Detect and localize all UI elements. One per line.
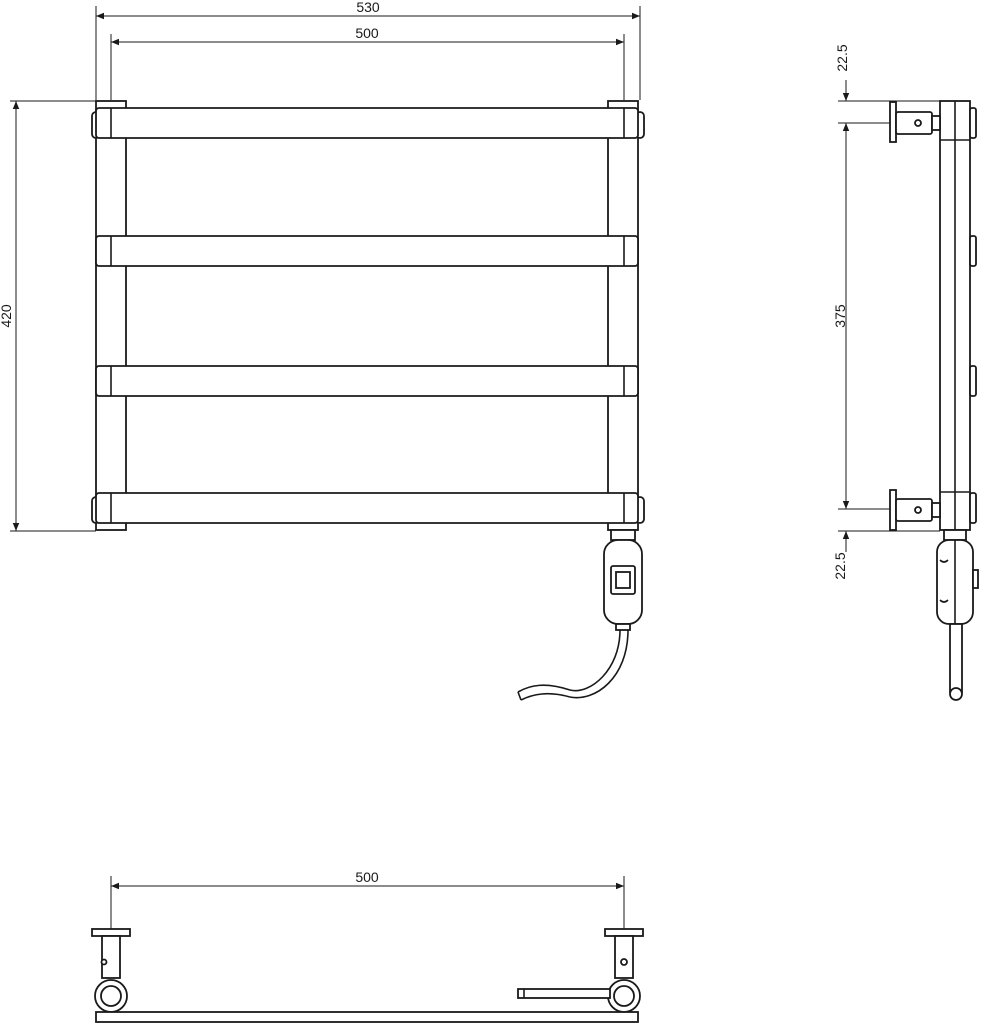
side-rail-end-3	[969, 365, 977, 397]
dim-label-420: 420	[0, 304, 14, 328]
power-cable-b	[520, 629, 629, 701]
top-wall-plate-left	[91, 928, 131, 937]
side-bracket-bottom	[895, 498, 933, 522]
side-heater-mark-1	[939, 559, 949, 563]
rail-4	[95, 492, 639, 524]
rail-2	[95, 235, 639, 267]
left-post	[95, 100, 127, 531]
side-heater-switch	[972, 569, 979, 589]
side-bracket-bottom-screw	[914, 506, 922, 514]
dim-label-530: 530	[356, 0, 380, 15]
heater-collar	[610, 529, 636, 541]
side-bracket-bottom-tip	[931, 502, 941, 518]
top-rail	[95, 1011, 639, 1023]
heater-switch-button	[615, 571, 631, 589]
power-cable-end	[517, 691, 522, 701]
side-rail-end-1	[969, 107, 977, 139]
heater-cable-gland	[615, 623, 631, 631]
side-heater-collar	[943, 529, 967, 541]
side-bracket-top-tip	[931, 115, 941, 131]
top-wall-plate-right	[604, 928, 644, 937]
side-rail-end-4	[969, 492, 977, 524]
top-bracket-left-screw	[100, 958, 108, 966]
top-heater-cable	[517, 988, 611, 999]
top-bracket-left	[101, 935, 121, 979]
side-bracket-top-screw	[914, 119, 922, 127]
top-post-left-inner	[100, 985, 122, 1007]
rail-1	[95, 107, 639, 139]
side-heater-mark-2	[939, 599, 949, 603]
dim-label-22.5-bottom: 22.5	[832, 552, 848, 579]
right-post	[607, 100, 639, 531]
top-post-right-inner	[613, 985, 635, 1007]
top-dim-label-500: 500	[355, 869, 379, 885]
power-cable-a	[517, 629, 621, 693]
dim-label-500: 500	[355, 25, 379, 41]
side-heater-cable-end	[949, 687, 963, 701]
top-bracket-right	[614, 935, 634, 979]
side-bracket-top	[895, 111, 933, 135]
dim-label-22.5-top: 22.5	[834, 44, 850, 71]
dim-label-375: 375	[832, 304, 848, 328]
side-rail-end-2	[969, 235, 977, 267]
top-view: 500	[91, 869, 644, 1023]
rail-3	[95, 365, 639, 397]
front-view: 530 500 420	[0, 0, 645, 701]
side-heater-cable	[949, 623, 963, 693]
side-view: 22.5 375 22.5	[832, 44, 979, 701]
top-bracket-right-screw	[620, 958, 628, 966]
